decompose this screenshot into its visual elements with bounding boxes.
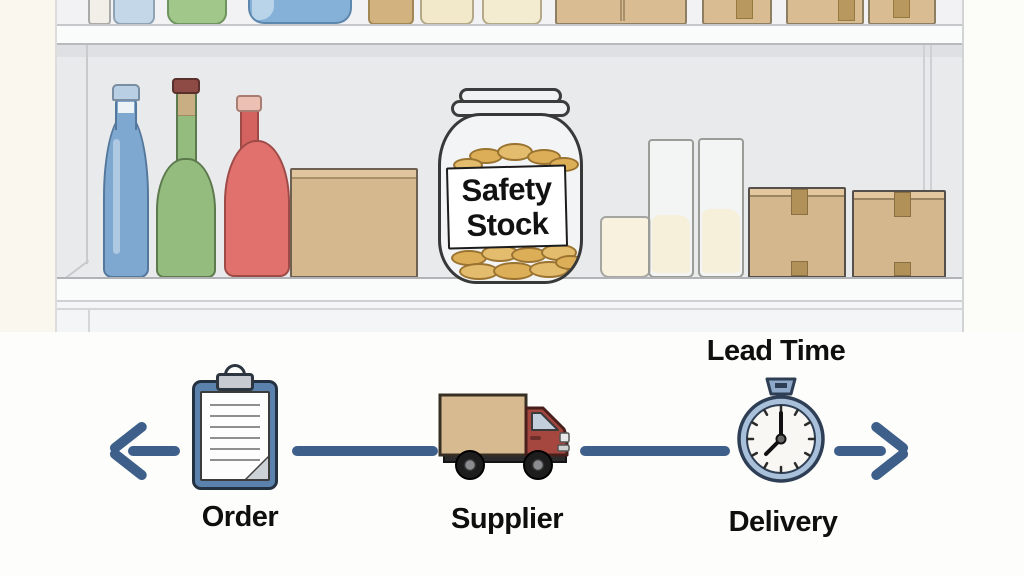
- red-bottle: [224, 140, 290, 277]
- red-bottle-cap: [236, 95, 262, 112]
- bowl-highlight: [252, 0, 274, 20]
- shelf-shadow-band: [57, 44, 962, 57]
- container-contents: [652, 215, 690, 273]
- shelf-board-top: [57, 24, 962, 45]
- clear-container: [698, 138, 744, 278]
- blue-container: [113, 0, 155, 25]
- shelf-front-line: [88, 308, 90, 332]
- cream-tub: [600, 216, 651, 278]
- white-container: [88, 0, 111, 25]
- stopwatch-icon: [735, 376, 827, 486]
- cardboard-box: [852, 190, 946, 278]
- lead-time-label: Lead Time: [706, 335, 846, 367]
- cream-container: [482, 0, 542, 25]
- box-tape: [838, 0, 855, 21]
- box-seam: [620, 0, 625, 21]
- cardboard-box: [290, 168, 418, 278]
- jar-label-line2: Stock: [466, 205, 549, 244]
- timeline-line: [292, 446, 438, 456]
- paper-fold: [247, 458, 268, 479]
- box-tape: [791, 261, 808, 276]
- order-step-label: Order: [201, 501, 279, 533]
- box-tape: [894, 192, 911, 217]
- shelf-wall-line: [923, 44, 925, 262]
- safety-stock-label: Safety Stock: [445, 164, 569, 250]
- bottle-foil: [178, 94, 195, 116]
- clipboard-icon: [190, 364, 282, 492]
- timeline-line: [580, 446, 730, 456]
- arrowhead-stroke: [869, 447, 911, 483]
- box-lid-edge: [292, 170, 416, 179]
- box-tape: [736, 0, 753, 19]
- shelf-wall-line: [930, 44, 932, 262]
- green-bottle-cork: [172, 78, 200, 94]
- blue-bottle: [103, 112, 149, 278]
- pantry-shelf-scene: Safety Stock: [0, 0, 1024, 332]
- clipboard-paper: [200, 391, 270, 481]
- blue-bottle-band: [118, 102, 134, 113]
- coin: [555, 255, 580, 270]
- blue-bottle-cap: [112, 84, 140, 101]
- bottle-highlight: [113, 139, 120, 254]
- tan-box: [368, 0, 414, 25]
- shelf-front-panel: [57, 302, 962, 332]
- container-contents: [702, 209, 740, 273]
- supplier-step-label: Supplier: [450, 503, 564, 535]
- box-tape: [894, 262, 911, 276]
- safety-stock-jar: Safety Stock: [438, 113, 583, 284]
- timeline-line: [128, 446, 180, 456]
- delivery-truck-icon: [438, 392, 574, 484]
- arrow-right-icon: [854, 419, 911, 483]
- shelf-front-line: [57, 308, 962, 310]
- timeline-line: [834, 446, 886, 456]
- clear-container: [648, 139, 694, 278]
- green-bottle: [156, 158, 216, 278]
- cardboard-box-top: [702, 0, 772, 25]
- blue-bowl: [248, 0, 352, 24]
- shelf-wall-line: [86, 44, 88, 264]
- box-tape: [791, 189, 808, 215]
- cardboard-box-top: [786, 0, 864, 25]
- left-wall-band: [0, 0, 57, 332]
- clipboard-clip: [216, 373, 254, 391]
- right-wall-band: [962, 0, 1024, 332]
- cream-container: [420, 0, 474, 25]
- cardboard-box-top: [555, 0, 687, 25]
- cardboard-box-top: [868, 0, 936, 25]
- green-container: [167, 0, 227, 25]
- cardboard-box: [748, 187, 846, 278]
- delivery-step-label: Delivery: [728, 506, 838, 538]
- box-tape: [893, 0, 910, 18]
- jar-label-line1: Safety: [461, 170, 553, 209]
